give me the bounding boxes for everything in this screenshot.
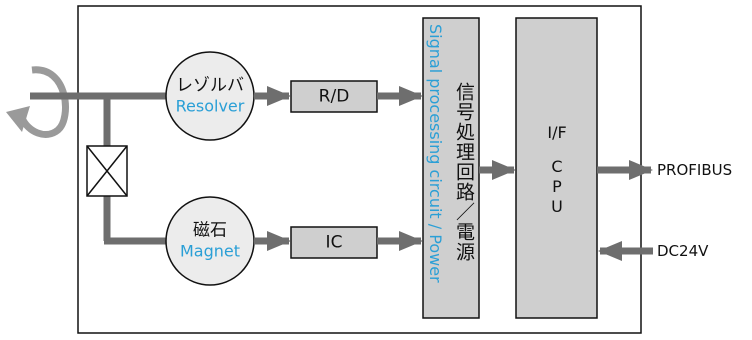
cpu-label-if: I/F (547, 123, 567, 142)
signal-label-jp: 信号処理回路／電源 (453, 82, 475, 262)
rd-label: R/D (318, 86, 350, 107)
cpu-label-u: U (551, 197, 563, 216)
resolver-label-jp: レゾルバ (175, 75, 244, 96)
cpu-label-c: C (551, 157, 563, 176)
ic-label: IC (325, 232, 343, 253)
resolver-label-en: Resolver (175, 96, 245, 116)
cpu-label: I/F C P U (547, 123, 566, 217)
ic-block (290, 226, 378, 259)
signal-label-en: Signal processing circuit / Power (426, 24, 445, 283)
rotation-arrow-icon (6, 66, 69, 138)
dc24v-label: DC24V (657, 242, 709, 260)
profibus-label: PROFIBUS (657, 161, 733, 179)
cpu-label-p: P (552, 177, 562, 196)
signal-processing-block (422, 17, 480, 319)
resolver-label: レゾルバ Resolver (175, 75, 245, 116)
rd-block (290, 80, 378, 113)
magnet-label-en: Magnet (179, 241, 241, 261)
magnet-label: 磁石 Magnet (179, 220, 241, 261)
magnet-label-jp: 磁石 (193, 220, 227, 241)
cpu-block (515, 17, 598, 319)
crossed-box-icon (86, 145, 128, 197)
